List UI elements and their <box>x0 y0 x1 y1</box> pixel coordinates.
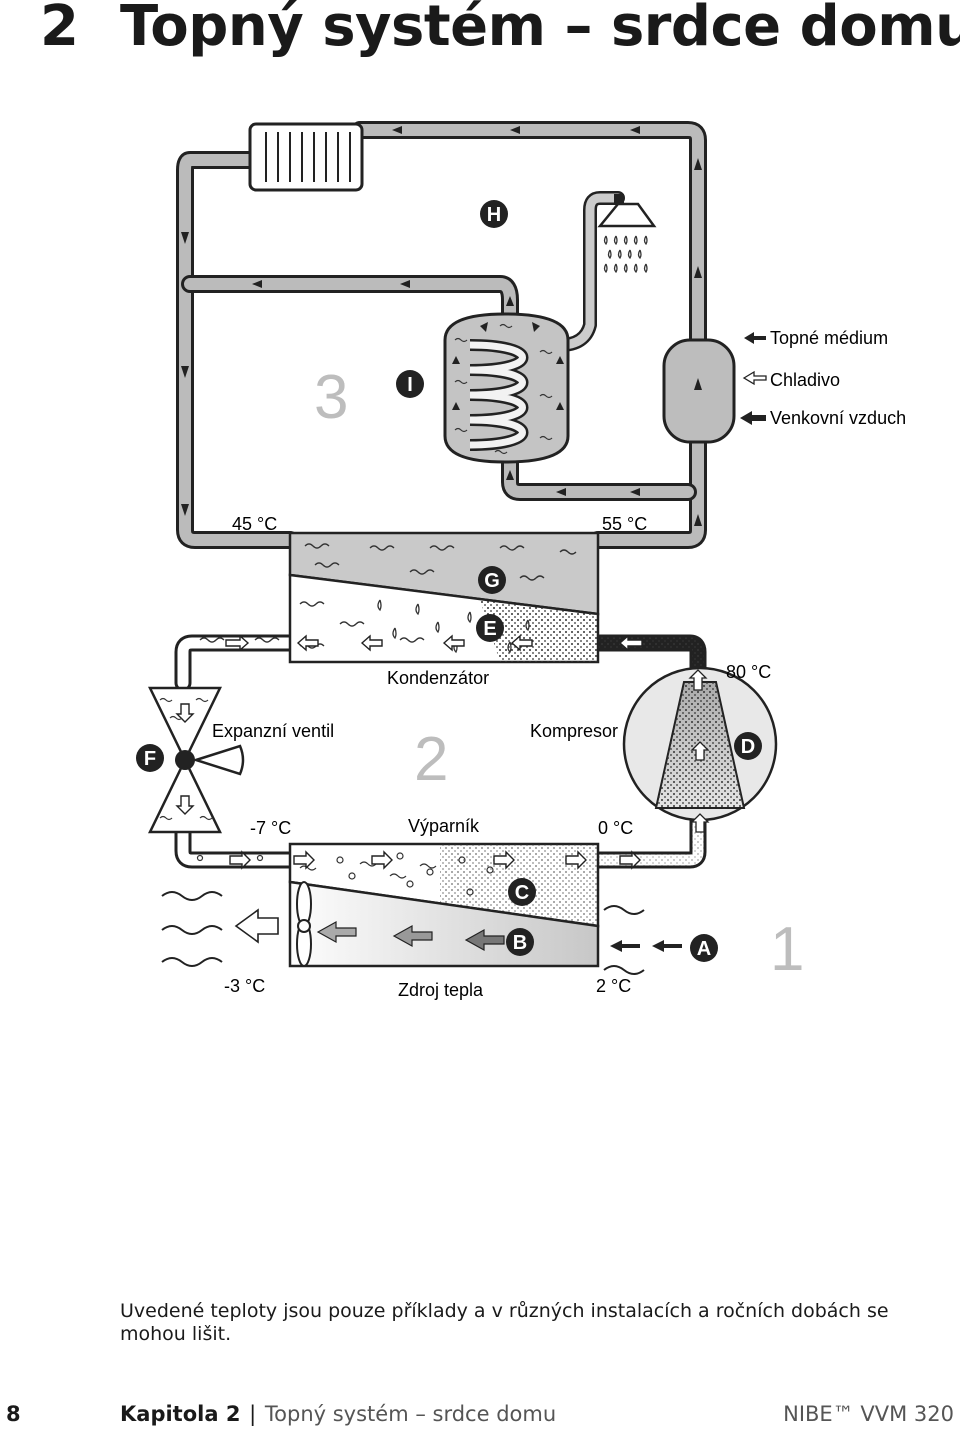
radiator <box>248 122 364 192</box>
footer-chapter: Kapitola 2 | Topný systém – srdce domu <box>120 1402 556 1426</box>
marker-A: A <box>690 934 718 962</box>
svg-text:A: A <box>697 938 711 960</box>
outdoor-air-arrow-icon <box>740 411 766 425</box>
hot-water-tank <box>443 312 570 464</box>
heating-circuit-pipes <box>176 121 707 549</box>
page-number: 8 <box>6 1402 21 1426</box>
legend-outdoor-air: Venkovní vzduch <box>770 408 906 428</box>
marker-F: F <box>136 744 164 772</box>
svg-text:D: D <box>741 736 755 758</box>
temp-55: 55 °C <box>602 514 647 534</box>
chapter-heading: 2 Topný systém – srdce domu <box>40 0 960 59</box>
temp-45: 45 °C <box>232 514 277 534</box>
section-number-2: 2 <box>414 725 448 794</box>
label-expansion-valve: Expanzní ventil <box>212 721 334 741</box>
temperature-note: Uvedené teploty jsou pouze příklady a v … <box>120 1300 889 1345</box>
marker-D: D <box>734 732 762 760</box>
legend: Topné médium Chladivo Venkovní vzduch <box>740 328 906 428</box>
marker-I: I <box>396 370 424 398</box>
marker-B: B <box>506 928 534 956</box>
svg-text:F: F <box>144 748 156 770</box>
refrigerant-arrow-icon <box>742 370 767 386</box>
svg-text:I: I <box>407 374 413 396</box>
marker-G: G <box>478 566 506 594</box>
compressor <box>622 666 778 833</box>
svg-text:C: C <box>515 882 529 904</box>
svg-text:H: H <box>487 204 501 226</box>
chapter-number: 2 <box>40 0 79 59</box>
label-heat-source: Zdroj tepla <box>398 980 484 1000</box>
refrigerant-circuit-pipes <box>174 634 707 869</box>
svg-text:B: B <box>513 932 527 954</box>
footer-chapter-title: Topný systém – srdce domu <box>264 1402 557 1426</box>
page-footer: 8 Kapitola 2 | Topný systém – srdce domu… <box>0 1400 960 1430</box>
label-evaporator: Výparník <box>408 816 480 836</box>
svg-text:G: G <box>484 570 500 592</box>
chapter-title: Topný systém – srdce domu <box>120 0 960 59</box>
footer-product: NIBE™ VVM 320 <box>783 1402 954 1426</box>
section-number-3: 3 <box>314 363 348 432</box>
heating-medium-arrow-icon <box>744 332 766 344</box>
temp-2: 2 °C <box>596 976 631 996</box>
label-condenser: Kondenzátor <box>387 668 489 688</box>
shower-head <box>597 194 657 274</box>
temp-minus-3: -3 °C <box>224 976 265 996</box>
fan <box>161 881 682 975</box>
buffer-vessel <box>662 338 736 444</box>
section-number-1: 1 <box>770 915 804 984</box>
temp-0: 0 °C <box>598 818 633 838</box>
temp-minus-7: -7 °C <box>250 818 291 838</box>
condenser <box>199 531 643 664</box>
footer-separator: | <box>249 1402 257 1426</box>
expansion-valve <box>148 686 245 834</box>
legend-refrigerant: Chladivo <box>770 370 840 390</box>
label-compressor: Kompresor <box>530 721 618 741</box>
temp-80: 80 °C <box>726 662 771 682</box>
marker-C: C <box>508 878 536 906</box>
svg-text:E: E <box>483 618 496 640</box>
heat-pump-diagram: A B C D E F G H I 3 2 1 Topné médium Chl… <box>136 121 906 1000</box>
legend-heating-medium: Topné médium <box>770 328 888 348</box>
marker-E: E <box>476 614 504 642</box>
marker-H: H <box>480 200 508 228</box>
footer-chapter-label: Kapitola 2 <box>120 1402 241 1426</box>
